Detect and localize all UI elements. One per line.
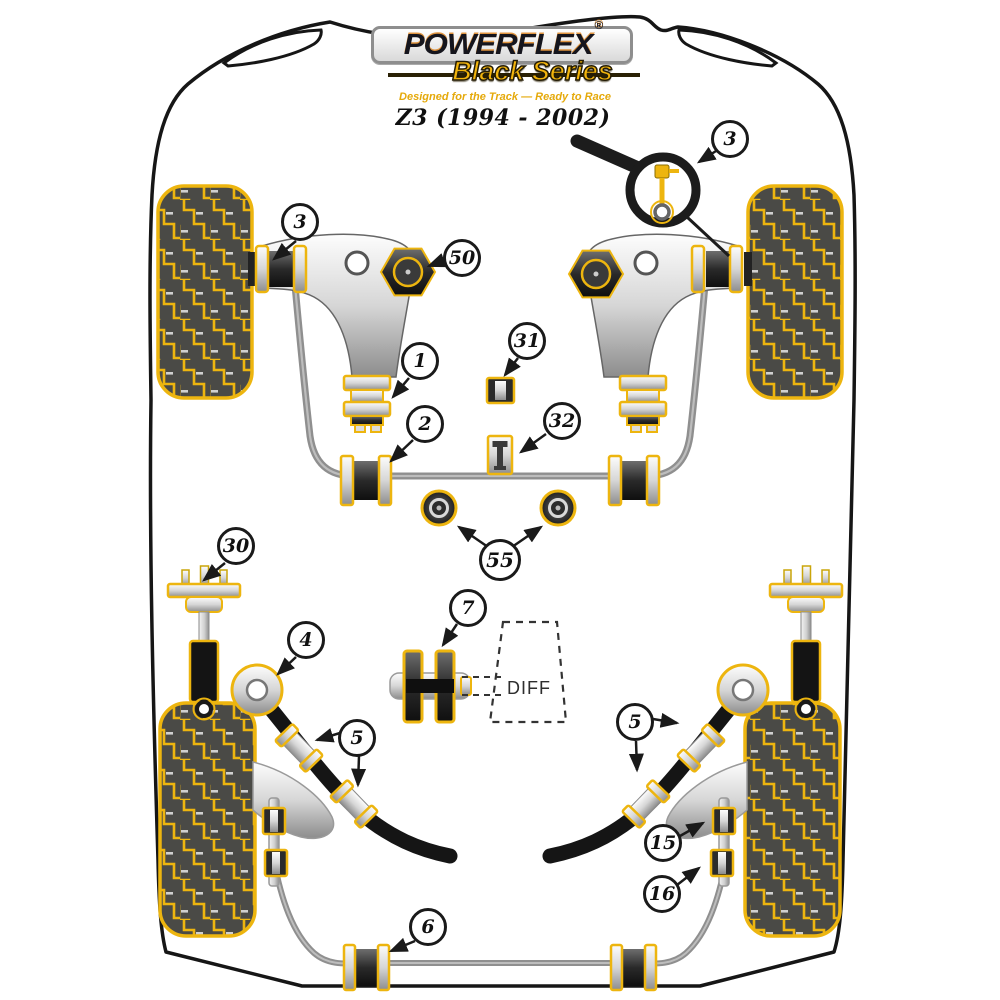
callout-6: 6 [409, 908, 447, 946]
callout-55: 55 [479, 539, 521, 581]
engine-mount-left [420, 489, 458, 527]
vehicle-model-title: Z3 (1994 - 2002) [395, 105, 611, 131]
tire-rear-left [158, 701, 257, 938]
callout-50: 50 [443, 239, 481, 277]
rear-link-right [709, 797, 737, 887]
brand-tagline: Designed for the Track — Ready to Race [399, 91, 611, 103]
steering-nut-right [567, 249, 625, 299]
callout-16: 16 [643, 875, 681, 913]
callout-1: 1 [401, 342, 439, 380]
bushing-31 [485, 376, 516, 405]
rear-trailing-arm-left [230, 663, 458, 864]
front-inner-bushing-left [342, 374, 392, 433]
rear-link-left [261, 797, 289, 887]
brand-logo: POWERFLEX® [371, 19, 633, 64]
rear-arb-bushing-left [342, 943, 391, 992]
callout-7: 7 [449, 589, 487, 627]
series-name: Black Series [451, 55, 613, 87]
headlight-right-icon [677, 28, 779, 68]
callout-5-right: 5 [616, 703, 654, 741]
rear-arb-bushing-right [609, 943, 658, 992]
callout-3-front-arm: 3 [281, 203, 319, 241]
tires [156, 184, 844, 938]
callout-3-magnifier: 3 [711, 120, 749, 158]
rear-shock-left [166, 565, 242, 721]
front-arb-bushing-right [607, 454, 661, 507]
engine-mount-right [539, 489, 577, 527]
brand-name: POWERFLEX® [403, 19, 604, 61]
callout-arrows [202, 146, 717, 953]
rear-trailing-arm-right [542, 663, 770, 864]
callout-30: 30 [217, 527, 255, 565]
registered-mark: ® [594, 19, 604, 32]
callout-4: 4 [287, 621, 325, 659]
callout-15: 15 [644, 824, 682, 862]
front-anti-roll-bar [289, 262, 711, 480]
tire-front-right [746, 184, 844, 400]
callout-2: 2 [406, 405, 444, 443]
callout-32: 32 [543, 402, 581, 440]
bushing-32 [486, 434, 514, 476]
steering-nut-left [379, 247, 437, 297]
diff-outline [462, 620, 568, 724]
magnifier-icon [570, 134, 731, 258]
front-inner-bushing-right [618, 374, 668, 433]
headlight-left-icon [221, 28, 323, 68]
tire-rear-right [743, 701, 842, 938]
diff-label: DIFF [507, 678, 551, 698]
callout-31: 31 [508, 322, 546, 360]
rear-anti-roll-bar [270, 855, 730, 967]
series-strike-line [388, 73, 640, 77]
front-outer-bushing-right [690, 244, 752, 294]
front-arb-bushing-left [339, 454, 393, 507]
callout-5-left: 5 [338, 719, 376, 757]
front-outer-bushing-left [248, 244, 308, 294]
tire-front-left [156, 184, 254, 400]
